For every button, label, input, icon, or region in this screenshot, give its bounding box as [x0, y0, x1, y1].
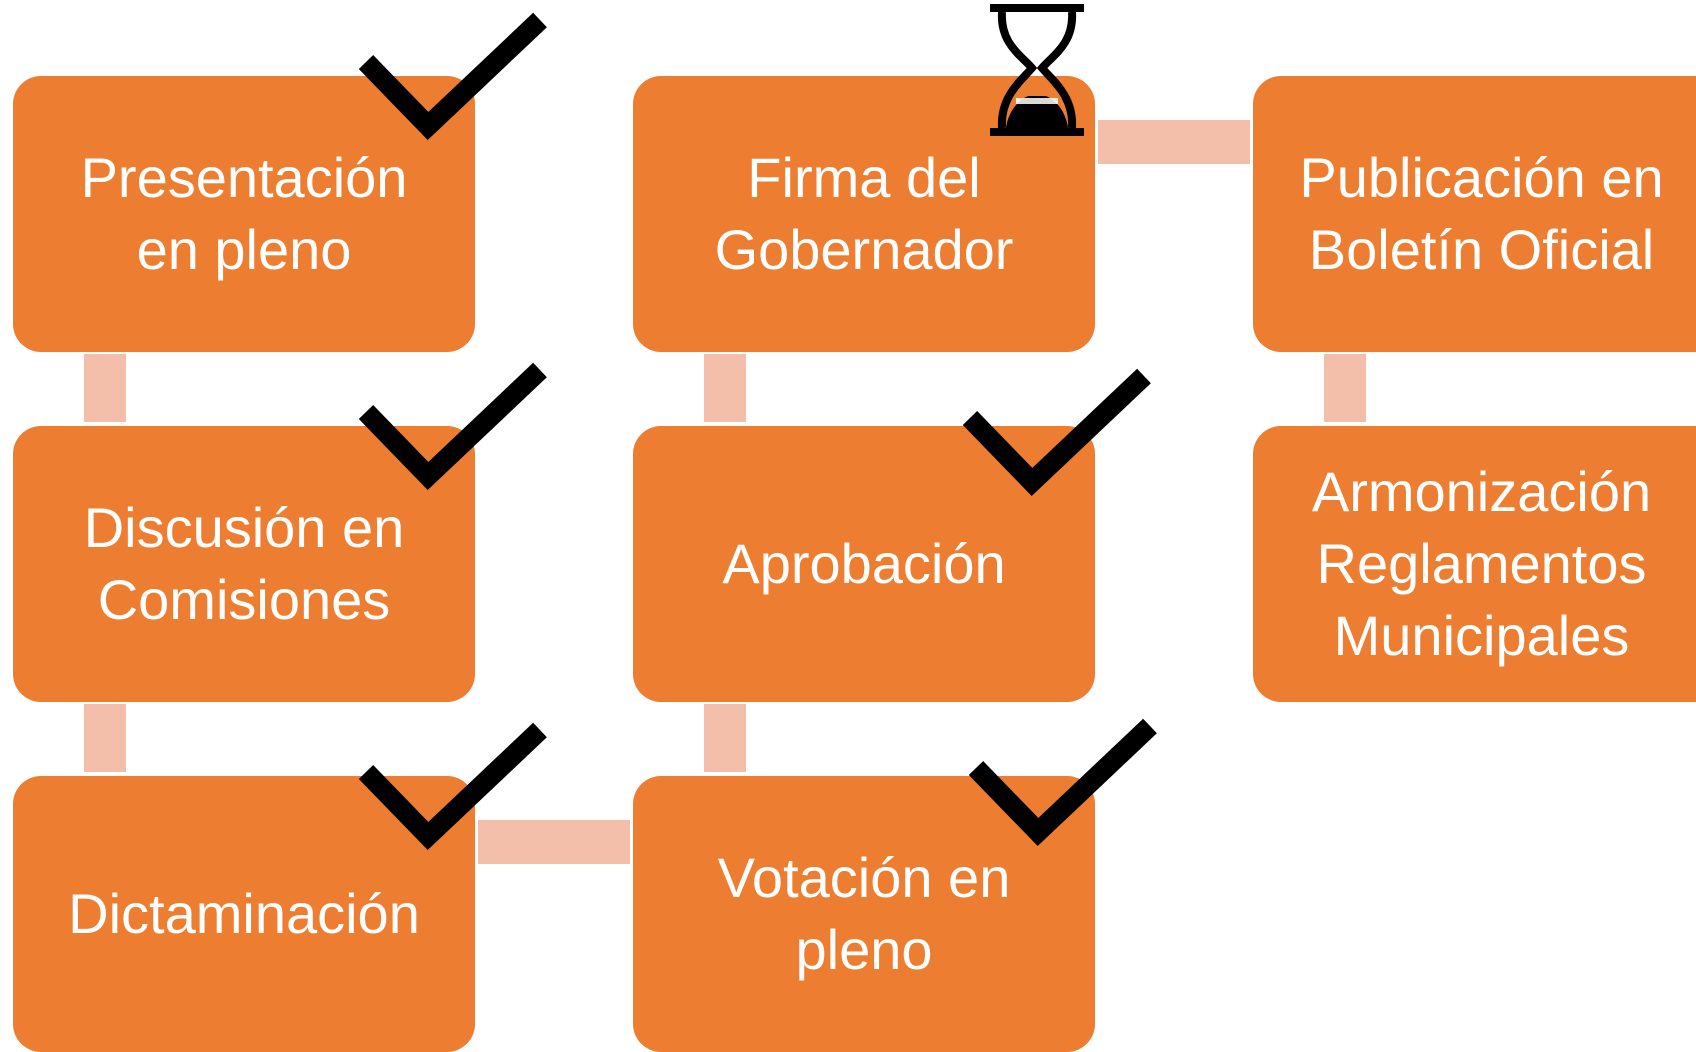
step-discusion-en-comisiones: Discusión en Comisiones	[13, 426, 475, 702]
check-icon	[358, 12, 547, 141]
connector-5-6	[704, 354, 746, 422]
check-icon	[358, 362, 547, 491]
step-dictaminacion: Dictaminación	[13, 776, 475, 1052]
check-icon	[358, 722, 547, 851]
step-armonizacion-reglamentos-municipales: Armonización Reglamentos Municipales	[1253, 426, 1696, 702]
step-firma-del-gobernador: Firma del Gobernador	[633, 76, 1095, 352]
step-label: Dictaminación	[68, 882, 420, 945]
connector-6-7	[1098, 120, 1250, 164]
step-label: Armonización Reglamentos Municipales	[1311, 460, 1652, 667]
step-votacion-en-pleno: Votación en pleno	[633, 776, 1095, 1052]
connector-1-2	[84, 354, 126, 422]
step-aprobacion: Aprobación	[633, 426, 1095, 702]
step-label: Discusión en Comisiones	[83, 496, 405, 631]
connector-3-4	[478, 820, 630, 864]
step-label: Publicación en Boletín Oficial	[1299, 146, 1664, 281]
step-label: Firma del Gobernador	[714, 146, 1014, 281]
step-presentacion-en-pleno: Presentación en pleno	[13, 76, 475, 352]
step-publicacion-boletin-oficial: Publicación en Boletín Oficial	[1253, 76, 1696, 352]
step-label: Aprobación	[722, 532, 1006, 595]
connector-7-8	[1324, 354, 1366, 422]
connector-4-5	[704, 704, 746, 772]
check-icon	[968, 718, 1157, 847]
check-icon	[962, 368, 1151, 497]
step-label: Votación en pleno	[717, 846, 1011, 981]
hourglass-icon	[990, 4, 1084, 136]
step-label: Presentación en pleno	[80, 146, 408, 281]
connector-2-3	[84, 704, 126, 772]
